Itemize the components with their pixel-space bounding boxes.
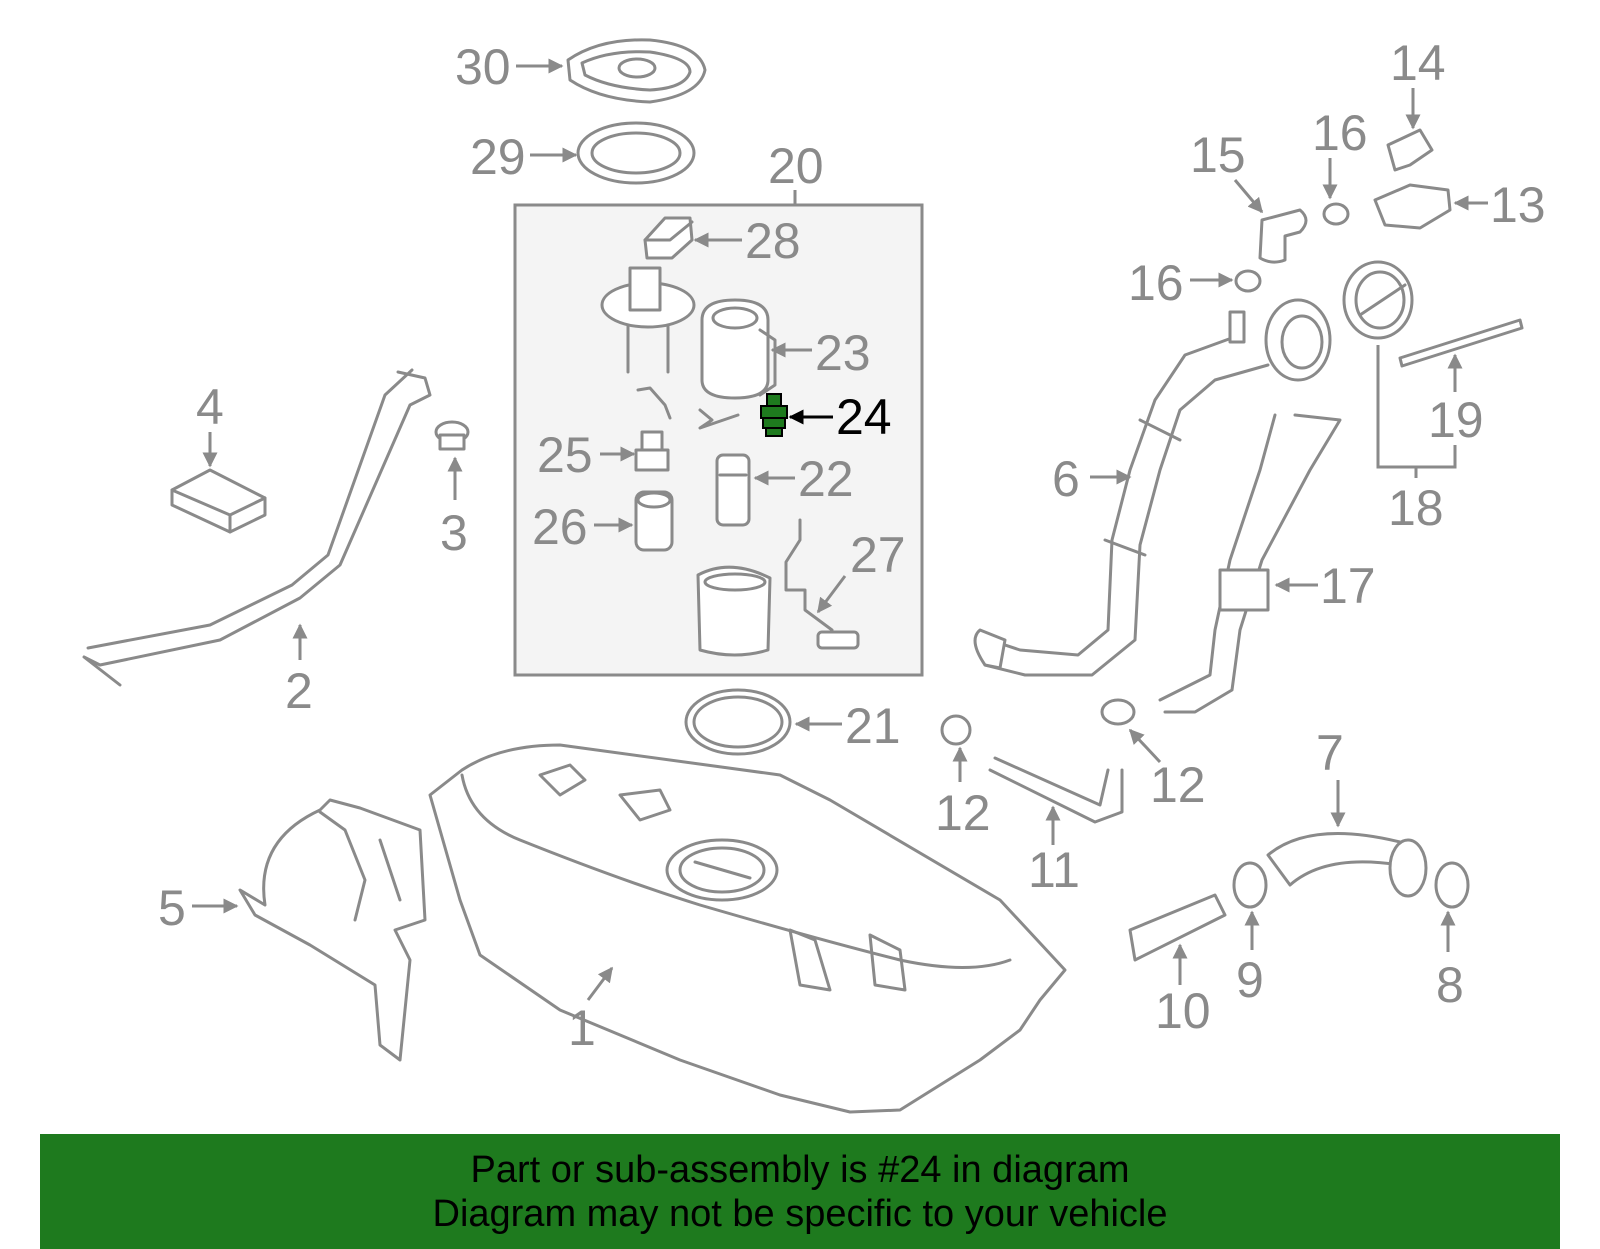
part-10-guard[interactable] xyxy=(1128,893,1227,962)
part-18-fuel-cap[interactable] xyxy=(1342,260,1414,340)
part-4-pad[interactable] xyxy=(170,468,267,534)
part-15-elbow[interactable] xyxy=(1258,208,1308,264)
label-13: 13 xyxy=(1490,177,1546,233)
label-30: 30 xyxy=(455,39,511,95)
label-16-middle: 16 xyxy=(1128,255,1184,311)
label-12-right: 12 xyxy=(1150,757,1206,813)
part-pump-flange xyxy=(600,266,696,374)
label-16-upper: 16 xyxy=(1312,105,1368,161)
part-16-clamp-upper[interactable] xyxy=(1322,202,1350,226)
part-22-fuel-pump[interactable] xyxy=(715,453,751,527)
label-19: 19 xyxy=(1428,392,1484,448)
part-27-sender[interactable] xyxy=(784,518,860,650)
label-11: 11 xyxy=(1028,842,1080,898)
part-5-shield[interactable] xyxy=(238,798,427,1062)
part-28-bracket[interactable] xyxy=(643,216,694,260)
label-6: 6 xyxy=(1052,451,1080,507)
part-reservoir xyxy=(696,565,772,657)
label-10: 10 xyxy=(1155,983,1211,1039)
label-3: 3 xyxy=(440,505,468,561)
part-3-nut[interactable] xyxy=(434,420,470,451)
part-25-fitting[interactable] xyxy=(634,430,670,472)
part-23-filter[interactable] xyxy=(700,298,777,400)
part-1-fuel-tank[interactable] xyxy=(428,743,1067,1114)
label-15: 15 xyxy=(1190,127,1246,183)
label-29: 29 xyxy=(470,129,526,185)
part-11-hose[interactable] xyxy=(988,756,1124,824)
part-12-clamp-left[interactable] xyxy=(940,714,972,746)
label-9: 9 xyxy=(1236,952,1264,1008)
part-16-clamp-middle[interactable] xyxy=(1234,269,1262,293)
label-21: 21 xyxy=(845,698,901,754)
part-hose-connectors xyxy=(636,386,740,430)
label-24: 24 xyxy=(836,389,892,445)
label-25: 25 xyxy=(537,427,593,483)
label-28: 28 xyxy=(745,213,801,269)
label-27: 27 xyxy=(850,527,906,583)
label-4: 4 xyxy=(196,379,224,435)
label-12-left: 12 xyxy=(935,785,991,841)
label-7: 7 xyxy=(1316,725,1344,781)
part-29-lock-ring[interactable] xyxy=(576,121,696,185)
part-2-strap[interactable] xyxy=(82,368,432,687)
banner-line-1: Part or sub-assembly is #24 in diagram xyxy=(470,1149,1130,1191)
label-20: 20 xyxy=(768,138,824,194)
part-24-valve-highlighted[interactable] xyxy=(760,393,788,437)
label-8: 8 xyxy=(1436,957,1464,1013)
label-26: 26 xyxy=(532,499,588,555)
part-17-vent-pipe[interactable] xyxy=(1158,413,1342,714)
part-9-clamp[interactable] xyxy=(1232,861,1268,909)
info-banner: Part or sub-assembly is #24 in diagram D… xyxy=(40,1134,1560,1249)
part-6-filler-neck[interactable] xyxy=(973,298,1332,677)
part-8-clamp[interactable] xyxy=(1434,861,1470,909)
label-5: 5 xyxy=(158,880,186,936)
part-19-tether[interactable] xyxy=(1398,318,1524,368)
banner-line-2: Diagram may not be specific to your vehi… xyxy=(432,1193,1168,1235)
part-21-gasket[interactable] xyxy=(684,688,792,756)
part-12-clamp-right[interactable] xyxy=(1100,698,1136,726)
label-22: 22 xyxy=(798,451,854,507)
label-18: 18 xyxy=(1388,480,1444,536)
part-14-bracket[interactable] xyxy=(1386,128,1434,172)
part-7-duct[interactable] xyxy=(1266,832,1428,898)
label-2: 2 xyxy=(285,663,313,719)
part-26-regulator[interactable] xyxy=(634,490,674,552)
part-13-housing[interactable] xyxy=(1373,183,1452,230)
part-30-cover[interactable] xyxy=(566,38,707,104)
label-17: 17 xyxy=(1320,558,1376,614)
label-14: 14 xyxy=(1390,35,1446,91)
label-23: 23 xyxy=(815,325,871,381)
label-1: 1 xyxy=(568,1000,596,1056)
